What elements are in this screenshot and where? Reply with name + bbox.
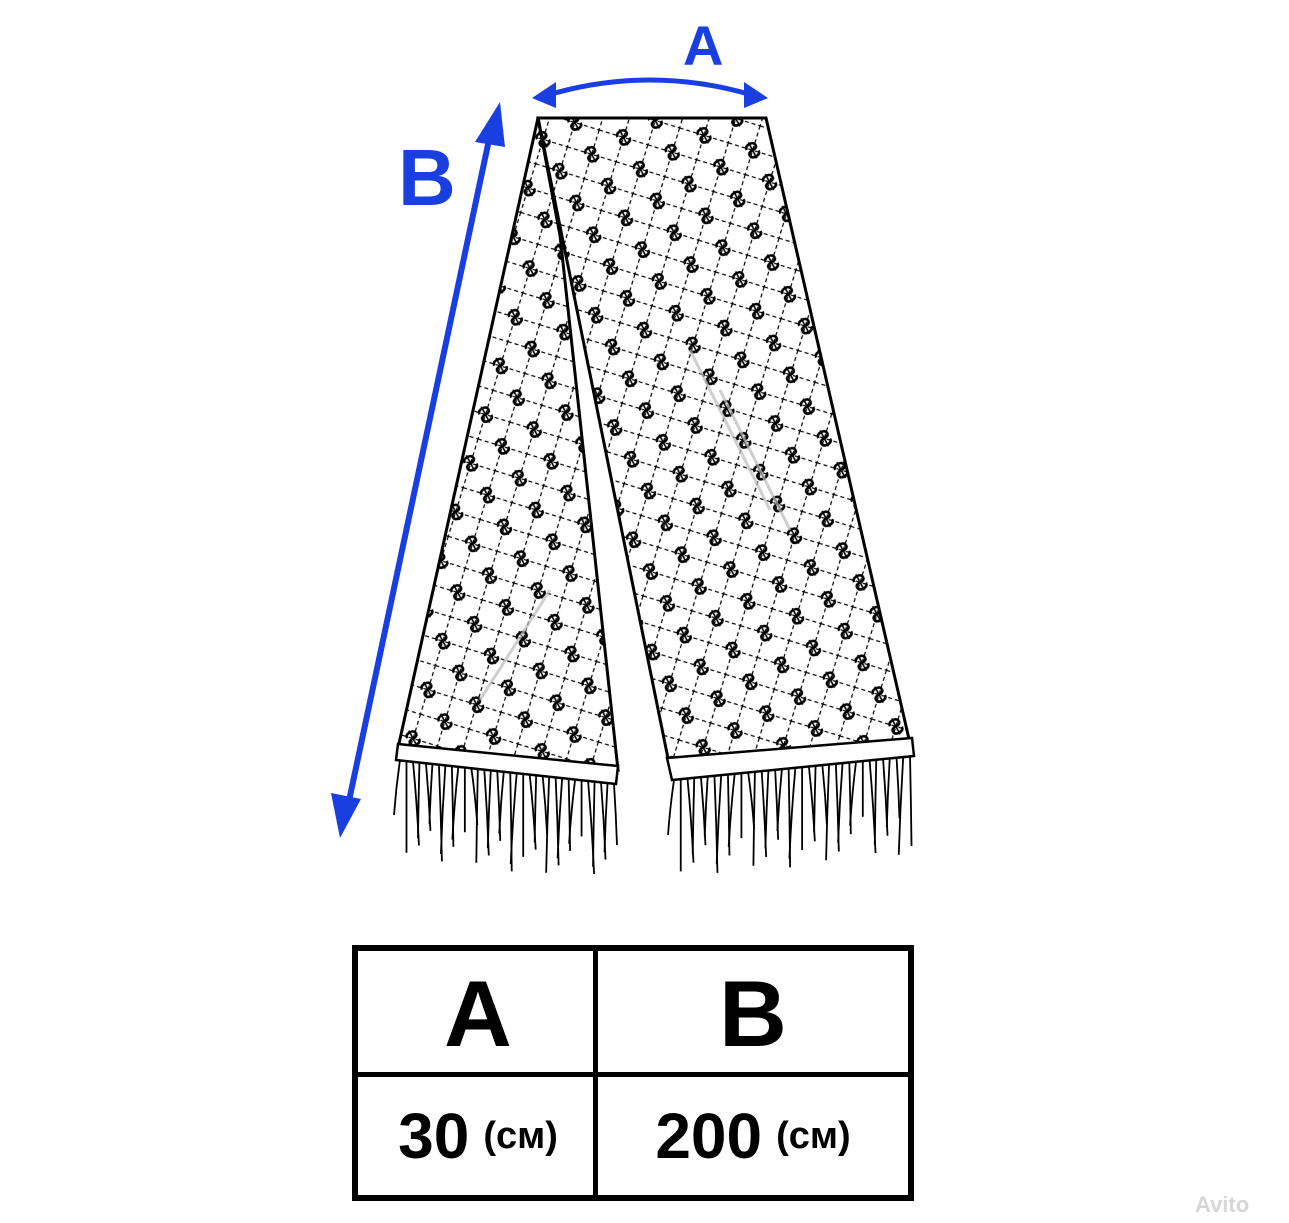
fringe-strand xyxy=(873,759,878,845)
size-table: A B 30 (см) 200 (см) xyxy=(352,945,914,1201)
fringe-strand xyxy=(882,758,889,836)
fringe-strand xyxy=(393,759,401,816)
width-label: A xyxy=(683,14,724,77)
arrow-b-icon xyxy=(331,102,505,838)
fringe-strand xyxy=(897,756,905,855)
fringe-strand xyxy=(849,761,857,826)
header-cell-a: A xyxy=(444,960,512,1066)
value-b-unit: (см) xyxy=(776,1114,851,1157)
fringe-strand xyxy=(691,777,696,854)
value-a-unit: (см) xyxy=(483,1114,558,1157)
fringe-strand xyxy=(439,765,447,855)
header-cell-b: B xyxy=(719,960,787,1066)
value-cell-a: 30 (см) xyxy=(358,1076,598,1196)
value-b-number: 200 xyxy=(655,1100,763,1172)
fringe-right xyxy=(667,755,913,873)
fringe-strand xyxy=(776,768,783,832)
scarf-diagram xyxy=(331,77,916,875)
fringe-strand xyxy=(567,778,572,851)
fringe-strand xyxy=(895,757,901,819)
fringe-strand xyxy=(885,758,891,828)
fringe-left xyxy=(393,759,618,875)
fringe-strand xyxy=(417,762,421,839)
fringe-strand xyxy=(556,778,564,859)
fringe-strand xyxy=(686,778,695,863)
fringe-strand xyxy=(592,781,596,867)
fringe-strand xyxy=(425,762,432,831)
fringe-strand xyxy=(727,773,736,847)
fringe-strand xyxy=(428,763,434,824)
fringe-strand xyxy=(603,783,609,853)
fringe-strand xyxy=(752,771,756,866)
fringe-strand xyxy=(788,767,797,859)
fringe-strand xyxy=(700,777,707,846)
fringe-strand xyxy=(837,762,844,843)
fringe-strand xyxy=(727,774,731,856)
fringe-strand xyxy=(764,770,770,849)
value-a-number: 30 xyxy=(398,1100,470,1172)
fringe-strand xyxy=(848,762,852,835)
fringe-strand xyxy=(760,771,768,858)
fringe-strand xyxy=(909,755,913,847)
fringe-strand xyxy=(715,775,723,865)
scarf-right-strip xyxy=(536,116,916,782)
value-cell-b: 200 (см) xyxy=(598,1076,908,1196)
fringe-strand xyxy=(667,779,675,836)
arrow-a-icon xyxy=(532,77,768,108)
fringe-strand xyxy=(498,771,505,834)
fringe-strand xyxy=(813,765,817,833)
fringe-strand xyxy=(613,783,618,846)
fringe-strand xyxy=(774,769,780,840)
fringe-strand xyxy=(475,768,479,863)
fringe-strand xyxy=(528,774,537,850)
fringe-strand xyxy=(807,766,816,842)
fringe-strand xyxy=(600,782,607,860)
watermark: Avito xyxy=(1195,1192,1250,1217)
fringe-strand xyxy=(451,766,460,840)
length-label: B xyxy=(398,133,456,222)
table-divider-horizontal xyxy=(358,1072,908,1077)
fringe-strand xyxy=(568,779,576,844)
fringe-strand xyxy=(496,770,502,841)
fringe-strand xyxy=(509,773,518,865)
scarf-left-strip xyxy=(394,117,620,786)
fringe-strand xyxy=(703,776,709,837)
fringe-strand xyxy=(825,764,830,861)
fringe-strand xyxy=(533,775,538,843)
fringe-strand xyxy=(821,764,828,824)
fringe-strand xyxy=(486,770,492,849)
fringe-strand xyxy=(545,776,551,873)
